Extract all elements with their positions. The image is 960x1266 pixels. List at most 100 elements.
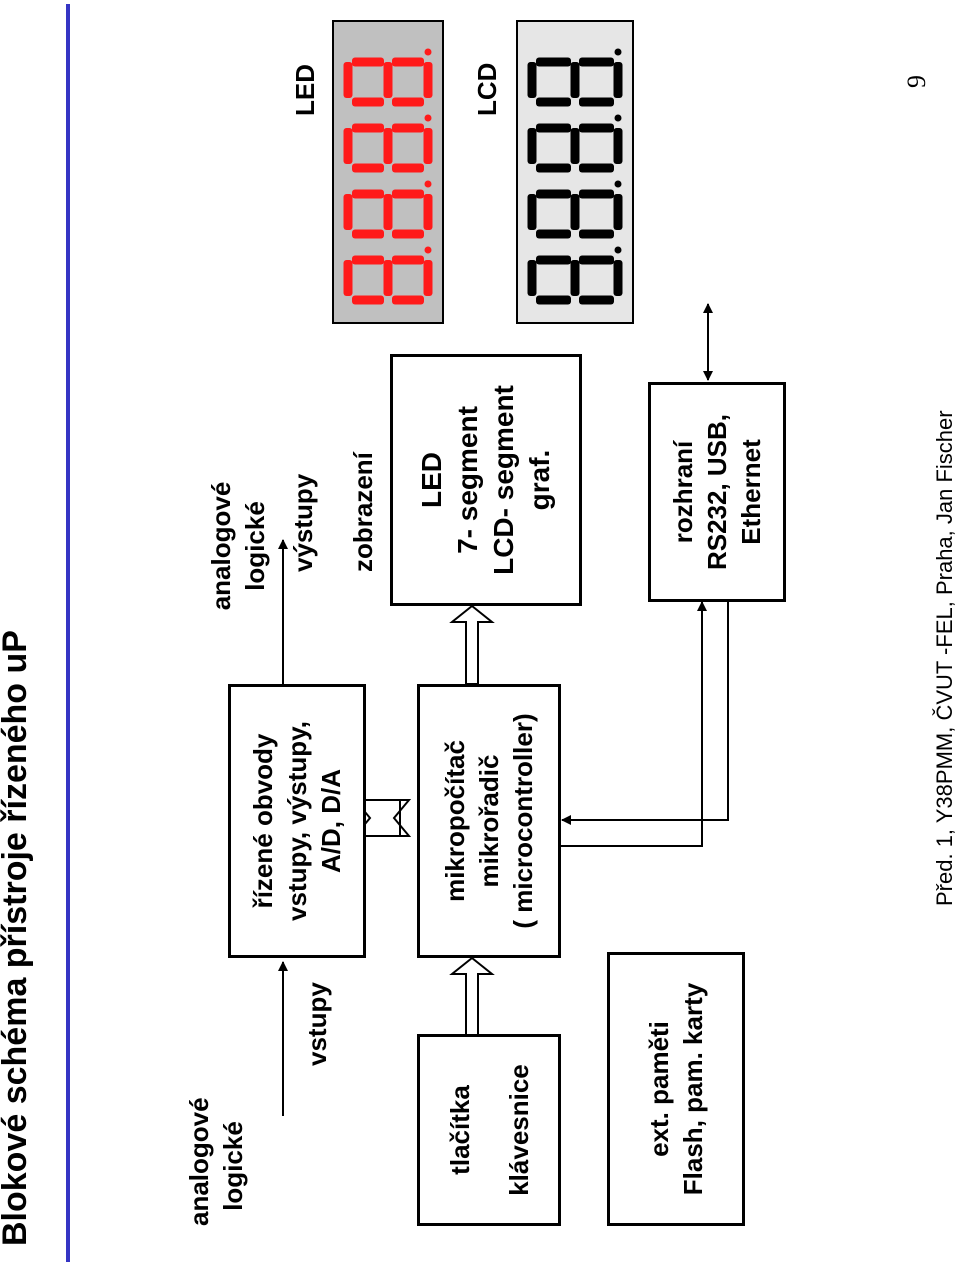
display-block: LED 7- segment LCD- segment graf.	[390, 354, 582, 606]
segment-0-3	[352, 295, 384, 305]
decimal-point-0	[424, 246, 432, 254]
outputs-label-line1: analogové	[206, 481, 236, 611]
inputs-label-vstupy: vstupy	[302, 982, 332, 1066]
segment-2-3	[352, 163, 384, 173]
memory-line1: ext. paměti	[644, 1021, 674, 1157]
segment-1-5	[392, 229, 424, 239]
segment-3-4	[352, 57, 384, 67]
buttons-line2: klávesnice	[503, 1064, 534, 1196]
segment-3-3	[352, 97, 384, 107]
segment-2-0	[343, 128, 353, 164]
segment-1-4	[536, 189, 571, 199]
segment-0-1	[570, 260, 580, 296]
decimal-point-1	[614, 180, 622, 188]
display-line1: LED	[416, 452, 447, 508]
circuits-line1: řízené obvody	[248, 733, 278, 909]
display-label: zobrazení	[348, 452, 378, 572]
segment-3-2	[613, 62, 623, 98]
footer: Před. 1, Y38PMM, ČVUT -FEL, Praha, Jan F…	[932, 410, 957, 906]
segment-3-0	[343, 62, 353, 98]
segment-0-3	[536, 295, 571, 305]
inputs-label-line1: analogové	[184, 1097, 214, 1226]
segment-2-5	[579, 163, 614, 173]
led-label: LED	[290, 64, 320, 116]
lcd-digits	[518, 22, 632, 322]
segment-0-1	[383, 260, 393, 296]
segment-1-6	[392, 189, 424, 199]
segment-0-5	[392, 295, 424, 305]
segment-3-6	[579, 57, 614, 67]
controlled-circuits-block: řízené obvody vstupy, výstupy, A/D, D/A	[228, 684, 366, 958]
segment-1-1	[570, 194, 580, 230]
display-line3: LCD- segment	[488, 385, 519, 575]
lcd-display	[516, 20, 634, 324]
inputs-label: analogové logické	[182, 1097, 250, 1226]
mcu-line1: mikropočítač	[440, 740, 470, 902]
segment-2-0	[527, 128, 537, 164]
segment-0-4	[536, 255, 571, 265]
microcontroller-block: mikropočítač mikrořadič ( microcontrolle…	[417, 684, 561, 958]
segment-2-2	[613, 128, 623, 164]
segment-1-0	[527, 194, 537, 230]
led-digits	[334, 22, 442, 322]
lcd-label: LCD	[472, 62, 502, 116]
segment-0-6	[579, 255, 614, 265]
led-display	[332, 20, 444, 324]
interface-to-mcu-line	[561, 602, 729, 825]
decimal-point-3	[614, 48, 622, 56]
display-line4: graf.	[524, 449, 555, 511]
segment-2-4	[536, 123, 571, 133]
segment-3-3	[536, 97, 571, 107]
outputs-label-line2: logické	[240, 501, 270, 591]
decimal-point-2	[424, 114, 432, 122]
segment-3-1	[570, 62, 580, 98]
segment-0-6	[392, 255, 424, 265]
interface-block: rozhraní RS232, USB, Ethernet	[648, 382, 786, 602]
segment-2-4	[352, 123, 384, 133]
decimal-point-2	[614, 114, 622, 122]
circuits-line2: vstupy, výstupy,	[282, 721, 312, 921]
segment-3-5	[579, 97, 614, 107]
segment-1-2	[423, 194, 433, 230]
segment-1-3	[536, 229, 571, 239]
segment-2-3	[536, 163, 571, 173]
segment-2-6	[579, 123, 614, 133]
segment-2-6	[392, 123, 424, 133]
segment-3-2	[423, 62, 433, 98]
segment-1-1	[383, 194, 393, 230]
external-memory-block: ext. paměti Flash, pam. karty	[607, 952, 745, 1226]
outputs-label: analogové logické	[204, 466, 272, 626]
decimal-point-3	[424, 48, 432, 56]
segment-1-3	[352, 229, 384, 239]
mcu-line2: mikrořadič	[474, 754, 504, 888]
buttons-to-mcu-arrow	[449, 956, 495, 1037]
segment-3-6	[392, 57, 424, 67]
segment-1-2	[613, 194, 623, 230]
buttons-block: tlačítka klávesnice	[417, 1034, 561, 1226]
segment-0-2	[613, 260, 623, 296]
decimal-point-0	[614, 246, 622, 254]
segment-3-4	[536, 57, 571, 67]
segment-2-1	[383, 128, 393, 164]
decimal-point-1	[424, 180, 432, 188]
interface-line3: Ethernet	[736, 439, 766, 545]
memory-line2: Flash, pam. karty	[678, 982, 708, 1196]
segment-2-5	[392, 163, 424, 173]
inputs-label-line2: logické	[218, 1121, 248, 1211]
segment-3-1	[383, 62, 393, 98]
interface-line2: RS232, USB,	[702, 413, 732, 571]
segment-1-4	[352, 189, 384, 199]
segment-2-2	[423, 128, 433, 164]
segment-1-0	[343, 194, 353, 230]
circuits-line3: A/D, D/A	[316, 769, 346, 873]
outputs-label-vystupy: výstupy	[288, 473, 318, 572]
segment-0-4	[352, 255, 384, 265]
segment-0-5	[579, 295, 614, 305]
segment-0-0	[527, 260, 537, 296]
mcu-to-display-arrow	[449, 604, 495, 685]
segment-1-5	[579, 229, 614, 239]
mcu-line3: ( microcontroller)	[508, 713, 538, 929]
page-number: 9	[902, 75, 931, 88]
display-line2: 7- segment	[452, 406, 483, 554]
